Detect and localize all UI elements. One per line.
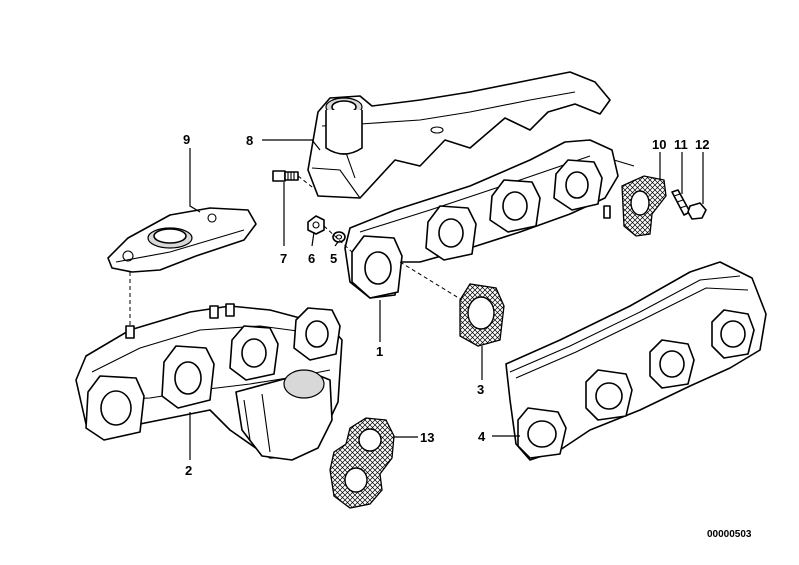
reference-code: 00000503 xyxy=(707,529,752,540)
callout-labels: 8 9 7 6 5 1 2 3 4 13 10 11 12 xyxy=(183,132,709,478)
nut-6 xyxy=(307,215,325,235)
callout-11: 11 xyxy=(674,137,688,152)
gasket-double-port xyxy=(329,417,395,509)
lower-shield-port-2 xyxy=(585,369,633,421)
exhaust-manifold-front xyxy=(75,303,343,461)
assembly-lines xyxy=(129,175,463,326)
exhaust-manifold-rear xyxy=(344,139,635,299)
callout-7: 7 xyxy=(280,251,287,266)
callout-10: 10 xyxy=(652,137,666,152)
callout-8: 8 xyxy=(246,133,253,148)
rear-manifold-flange-3 xyxy=(489,179,541,233)
callout-5: 5 xyxy=(330,251,337,266)
rear-manifold-flange-1 xyxy=(351,235,403,299)
heat-shield-upper xyxy=(307,71,611,199)
callout-4: 4 xyxy=(478,429,486,444)
callout-1: 1 xyxy=(376,344,383,359)
stud-bolt xyxy=(671,189,691,216)
front-manifold-flange-4 xyxy=(293,307,341,361)
lower-shield-port-1 xyxy=(517,407,567,459)
washer-5 xyxy=(332,231,346,243)
callout-3: 3 xyxy=(477,382,484,397)
heat-shield-lower xyxy=(505,261,767,461)
gasket-single-port xyxy=(459,283,505,347)
lower-shield-port-3 xyxy=(649,339,695,389)
front-manifold-flange-1 xyxy=(85,375,145,441)
lower-shield-port-4 xyxy=(711,309,755,359)
bolt-7 xyxy=(272,170,299,182)
rear-manifold-flange-2 xyxy=(425,205,477,261)
callout-6: 6 xyxy=(308,251,315,266)
callout-13: 13 xyxy=(420,430,434,445)
rear-manifold-flange-4 xyxy=(553,159,603,211)
front-manifold-flange-2 xyxy=(161,345,215,409)
outlet-gasket-small xyxy=(621,175,667,237)
front-manifold-flange-3 xyxy=(229,325,279,381)
heat-shield-front xyxy=(107,207,257,273)
callout-12: 12 xyxy=(695,137,709,152)
callout-2: 2 xyxy=(185,463,192,478)
hex-nut-12 xyxy=(687,202,707,220)
leader-lines xyxy=(189,139,704,460)
callout-9: 9 xyxy=(183,132,190,147)
